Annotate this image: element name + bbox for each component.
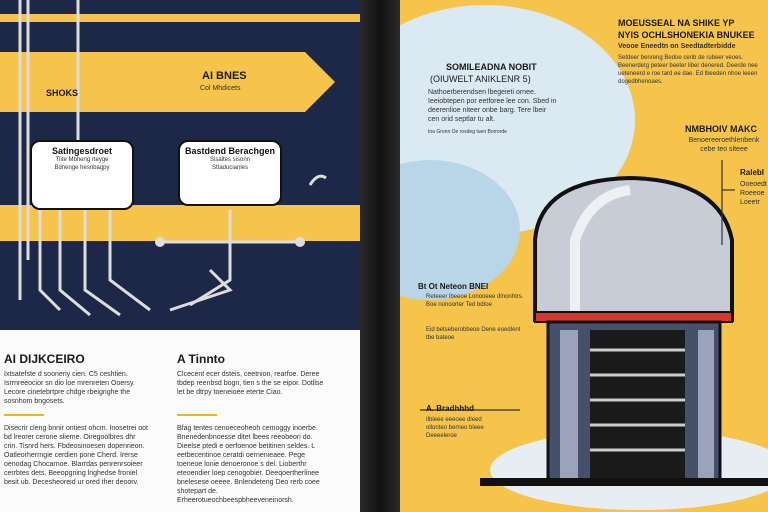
pipes <box>18 0 327 317</box>
callout-mid-body: Reteeer lbeeoe Lonooeee dlnonhtrs. Boe n… <box>426 294 524 308</box>
callout-low-body: Ilbleee eeeoee dleed ollonteo berneo ble… <box>426 417 484 439</box>
gutter <box>360 0 400 512</box>
box-title: Bastdend Berachgen <box>184 146 276 156</box>
column-1-para-1: Ixtsatefste d sooneriy cien. C5 ceshtien… <box>4 371 135 405</box>
headline-line-2: NYIS OCHLSHONEKIA BNUKEE <box>618 30 755 40</box>
bubble-footnote: Ina Gronn Oe rosdeg tuen Borrorde <box>428 129 507 135</box>
left-page: SHOKS AI BNES Col Mhdicets Satingesdroet… <box>0 0 360 512</box>
headline-sub: Veooe Eneedtn on Seedtadterbidde <box>618 43 736 50</box>
info-box-1: Satingesdroet Tlite Mbheng rteyge Bdneng… <box>30 140 134 210</box>
box-line: Bdnenge hesnbagpy <box>54 165 110 171</box>
box-line: Tlite Mbheng rteyge <box>55 157 109 163</box>
divider <box>4 414 44 416</box>
bubble-title: SOMILEADNA NOBIT <box>446 62 537 72</box>
column-2-para-2: Bfag tentes cenoeceoheoh cemoggy inoerbe… <box>177 425 320 504</box>
bubble-body: Nathoerberendsen lbegeieti ornee. Ieeiob… <box>428 89 557 123</box>
callout-right-body: Ooeoedt Roeeoe Loeetr <box>740 181 767 206</box>
callout-top-body: Benoereeroethlenbenk cebe teo slteee <box>688 137 760 153</box>
headline-line-1: MOEUSSEAL NA SHIKE YP <box>618 18 735 28</box>
divider <box>177 414 217 416</box>
callout-right-title: Ralebl <box>740 168 765 177</box>
box-line: Sttaducianles <box>211 165 249 171</box>
column-1-heading: AI DIJKCEIRO <box>4 352 85 366</box>
callout-mid2-body: Eid betseberobbeoe Dene eoedlent tbe bat… <box>426 327 521 341</box>
arrow-title: AI BNES <box>202 70 247 82</box>
info-box-2: Bastdend Berachgen Sisaltes sisonn Sttad… <box>178 140 282 206</box>
callout-low-title: A. Bradhhhd <box>426 404 474 413</box>
right-illustration <box>400 5 768 510</box>
headline-body: Setdeer benreng Bedoe cenb de rubeer veo… <box>618 55 758 85</box>
column-2-para-1: Clcecent ecer dsteis, ceetnion, rearfoe.… <box>177 371 324 396</box>
column-2-heading: A Tinnto <box>177 352 225 366</box>
box-line: Sisaltes sisonn <box>209 157 251 163</box>
reactor-dome <box>480 175 768 486</box>
callout-mid-title: Bt Ot Neteon BNEI <box>418 282 489 291</box>
callout-top-title: NMBHOIV MAKC <box>685 124 757 134</box>
bubble-subtitle: (OIUWELT ANIKLENR 5) <box>430 74 531 84</box>
arrow-subtitle: Col Mhdicets <box>200 85 241 92</box>
box-title: Satingesdroet <box>51 146 112 156</box>
callout-lines <box>420 160 735 411</box>
middle-band <box>0 205 360 241</box>
right-page: SOMILEADNA NOBIT (OIUWELT ANIKLENR 5) Na… <box>400 0 768 512</box>
column-1-para-2: Disecrir cleng bnnir ontiest ohcm. Inose… <box>4 425 148 486</box>
arrow-label: SHOKS <box>46 88 79 98</box>
left-illustration <box>0 0 360 512</box>
top-band <box>0 14 360 22</box>
arrow-banner <box>0 52 335 112</box>
